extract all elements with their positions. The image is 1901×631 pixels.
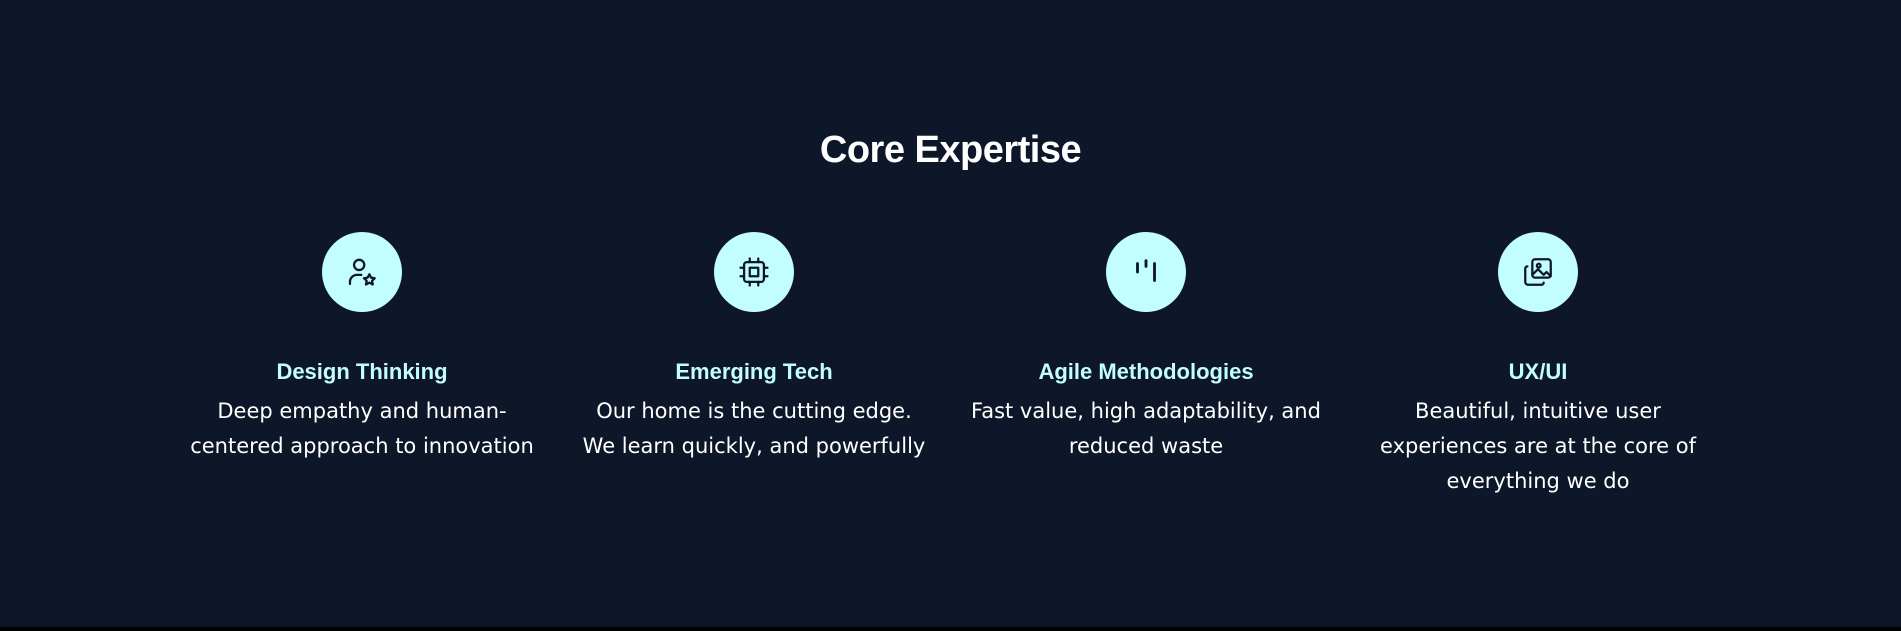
card-description: Deep empathy and human-centered approach… (190, 399, 534, 458)
card-description: Our home is the cutting edge. We learn q… (582, 399, 926, 458)
user-star-icon (348, 258, 376, 286)
expertise-card-design-thinking: Design Thinking Deep empathy and human-c… (176, 232, 548, 464)
card-description: Beautiful, intuitive user experiences ar… (1380, 399, 1696, 493)
cpu-chip-icon (739, 257, 769, 287)
icon-badge (322, 232, 402, 312)
agile-bars-icon (1136, 259, 1156, 282)
card-title: UX/UI (1508, 359, 1568, 384)
expertise-card-ux-ui: UX/UI Beautiful, intuitive user experien… (1352, 232, 1724, 499)
card-title: Emerging Tech (675, 359, 833, 384)
card-description: Fast value, high adaptability, and reduc… (971, 399, 1321, 458)
icon-badge (1106, 232, 1186, 312)
image-gallery-icon (1524, 258, 1552, 286)
icon-badge (714, 232, 794, 312)
section-title: Core Expertise (819, 129, 1082, 171)
expertise-card-emerging-tech: Emerging Tech Our home is the cutting ed… (568, 232, 940, 464)
card-title: Design Thinking (276, 359, 448, 384)
expertise-card-agile-methodologies: Agile Methodologies Fast value, high ada… (960, 232, 1332, 464)
icon-badge (1498, 232, 1578, 312)
card-title: Agile Methodologies (1038, 359, 1254, 384)
